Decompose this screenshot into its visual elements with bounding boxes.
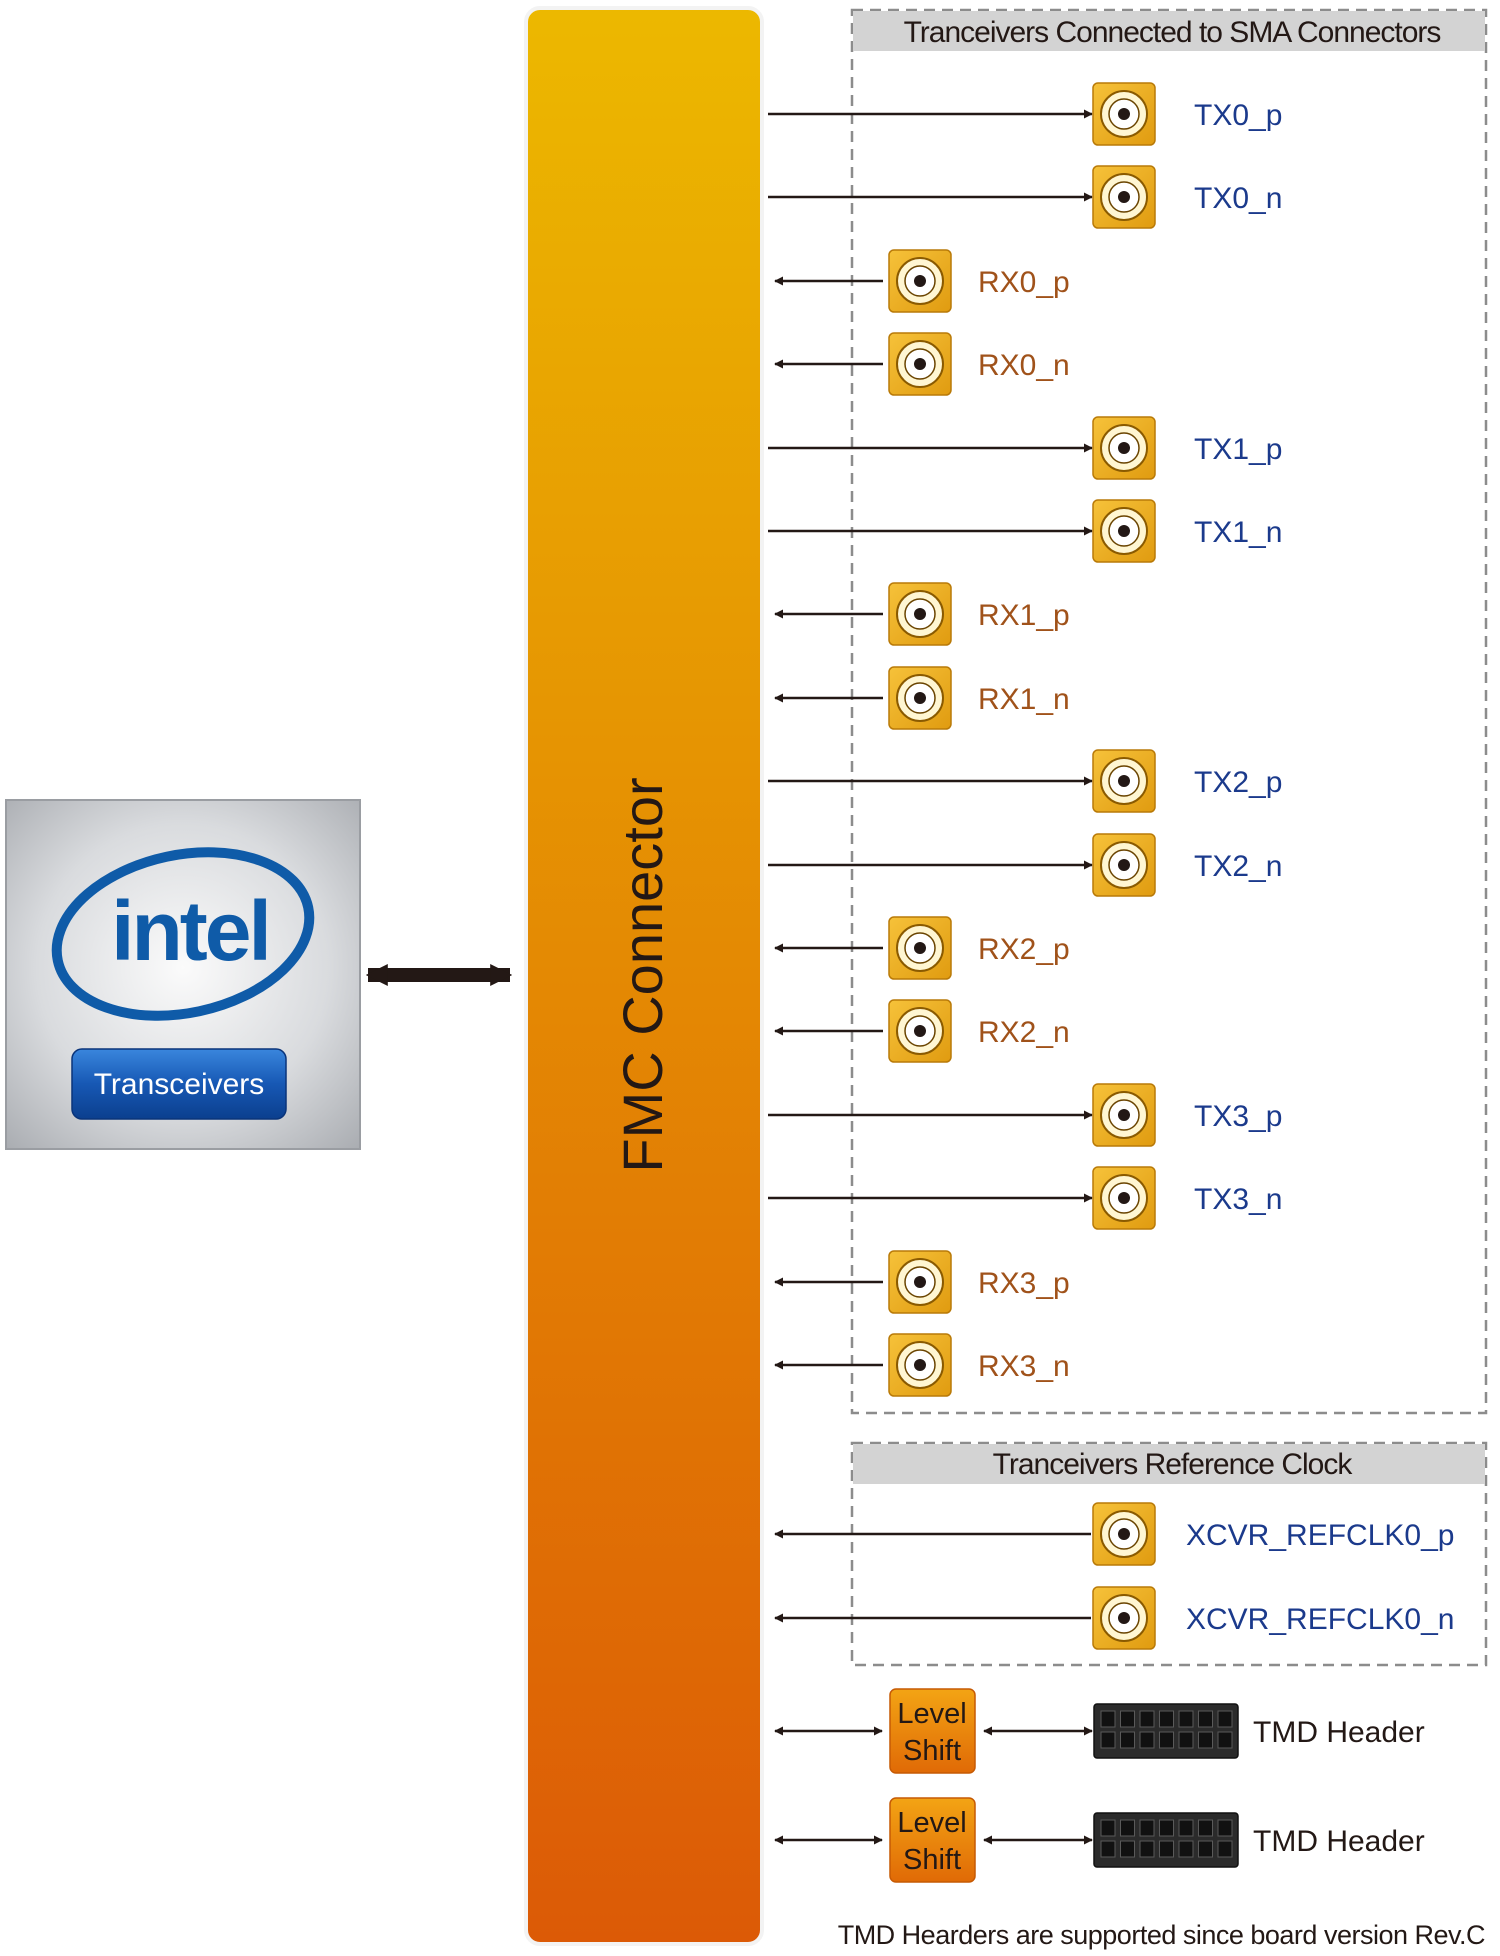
sma-connector-icon <box>1092 1586 1156 1650</box>
sma-row-tx0-p: TX0_p <box>768 82 1282 146</box>
clock-group-border <box>850 1441 1488 1667</box>
signal-label: RX2_p <box>978 933 1070 966</box>
sma-connector-icon <box>1092 165 1156 229</box>
sma-row-rx1-p: RX1_p <box>774 582 1070 646</box>
sma-group-title: Tranceivers Connected to SMA Connectors <box>904 16 1441 49</box>
signal-label: RX1_n <box>978 683 1070 716</box>
sma-connector-icon <box>1092 82 1156 146</box>
signal-label: RX1_p <box>978 599 1070 632</box>
sma-group-border <box>850 8 1488 1415</box>
level-shift-label: Level <box>897 1807 966 1839</box>
signal-label: XCVR_REFCLK0_n <box>1186 1603 1454 1636</box>
sma-connector-icon <box>1092 749 1156 813</box>
sma-group-title-bg <box>853 11 1485 51</box>
tmd-header-label: TMD Header <box>1253 1825 1425 1858</box>
tmd-header-label: TMD Header <box>1253 1716 1425 1749</box>
transceivers-badge <box>71 1048 287 1120</box>
sma-connector-icon <box>888 249 952 313</box>
intel-logo-text: intel <box>111 884 269 978</box>
footnote: TMD Hearders are supported since board v… <box>838 1920 1485 1950</box>
transceivers-badge-label: Transceivers <box>94 1068 265 1101</box>
clock-row-2: XCVR_REFCLK0_n <box>774 1586 1454 1650</box>
signal-label: RX3_n <box>978 1350 1070 1383</box>
signal-label: TX1_p <box>1194 433 1282 466</box>
sma-row-rx0-p: RX0_p <box>774 249 1070 313</box>
sma-group: Tranceivers Connected to SMA Connectors … <box>768 8 1488 1415</box>
clock-group-title-bg <box>853 1444 1485 1484</box>
fmc-connector: FMC Connector <box>524 6 764 1946</box>
signal-label: RX2_n <box>978 1016 1070 1049</box>
signal-label: TX3_p <box>1194 1100 1282 1133</box>
fmc-connector-label: FMC Connector <box>611 777 674 1172</box>
sma-connector-icon <box>1092 833 1156 897</box>
signal-label: TX0_p <box>1194 99 1282 132</box>
sma-row-tx2-p: TX2_p <box>768 749 1282 813</box>
sma-connector-icon <box>1092 1083 1156 1147</box>
sma-row-tx3-n: TX3_n <box>768 1166 1282 1230</box>
sma-row-tx3-p: TX3_p <box>768 1083 1282 1147</box>
signal-label: TX0_n <box>1194 182 1282 215</box>
signal-label: TX2_n <box>1194 850 1282 883</box>
sma-row-rx2-n: RX2_n <box>774 999 1070 1063</box>
sma-connector-icon <box>888 916 952 980</box>
signal-label: RX3_p <box>978 1267 1070 1300</box>
clock-group: Tranceivers Reference Clock XCVR_REFCLK0… <box>774 1441 1488 1667</box>
sma-connector-icon <box>888 1250 952 1314</box>
sma-row-rx3-n: RX3_n <box>774 1333 1070 1397</box>
sma-row-tx2-n: TX2_n <box>768 833 1282 897</box>
sma-connector-icon <box>1092 1166 1156 1230</box>
sma-connector-icon <box>888 582 952 646</box>
signal-label: TX3_n <box>1194 1183 1282 1216</box>
sma-row-rx1-n: RX1_n <box>774 666 1070 730</box>
sma-row-tx0-n: TX0_n <box>768 165 1282 229</box>
level-shift-label: Level <box>897 1698 966 1730</box>
sma-row-rx2-p: RX2_p <box>774 916 1070 980</box>
sma-connector-icon <box>888 332 952 396</box>
sma-connector-icon <box>888 1333 952 1397</box>
signal-label: TX1_n <box>1194 516 1282 549</box>
sma-connector-icon <box>1092 499 1156 563</box>
level-shift-label: Shift <box>903 1735 961 1767</box>
sma-row-rx0-n: RX0_n <box>774 332 1070 396</box>
sma-row-rx3-p: RX3_p <box>774 1250 1070 1314</box>
sma-connector-icon <box>888 666 952 730</box>
sma-row-tx1-p: TX1_p <box>768 416 1282 480</box>
sma-signal-rows: TX0_pTX0_nRX0_pRX0_nTX1_pTX1_nRX1_pRX1_n… <box>768 82 1282 1397</box>
signal-label: TX2_p <box>1194 766 1282 799</box>
level-shift-label: Shift <box>903 1844 961 1876</box>
signal-label: RX0_p <box>978 266 1070 299</box>
clock-row-1: XCVR_REFCLK0_p <box>774 1502 1454 1566</box>
sma-connector-icon <box>888 999 952 1063</box>
intel-chip: intel Transceivers <box>5 799 361 1150</box>
signal-label: RX0_n <box>978 349 1070 382</box>
clock-group-title: Tranceivers Reference Clock <box>993 1448 1354 1481</box>
tmd-header-connector-icon <box>1093 1703 1239 1759</box>
intel-swoosh <box>51 847 315 1021</box>
tmd-header-connector-icon <box>1093 1812 1239 1868</box>
sma-connector-icon <box>1092 416 1156 480</box>
fmc-connector-bar <box>524 6 764 1946</box>
sma-connector-icon <box>1092 1502 1156 1566</box>
sma-row-tx1-n: TX1_n <box>768 499 1282 563</box>
signal-label: XCVR_REFCLK0_p <box>1186 1519 1454 1552</box>
